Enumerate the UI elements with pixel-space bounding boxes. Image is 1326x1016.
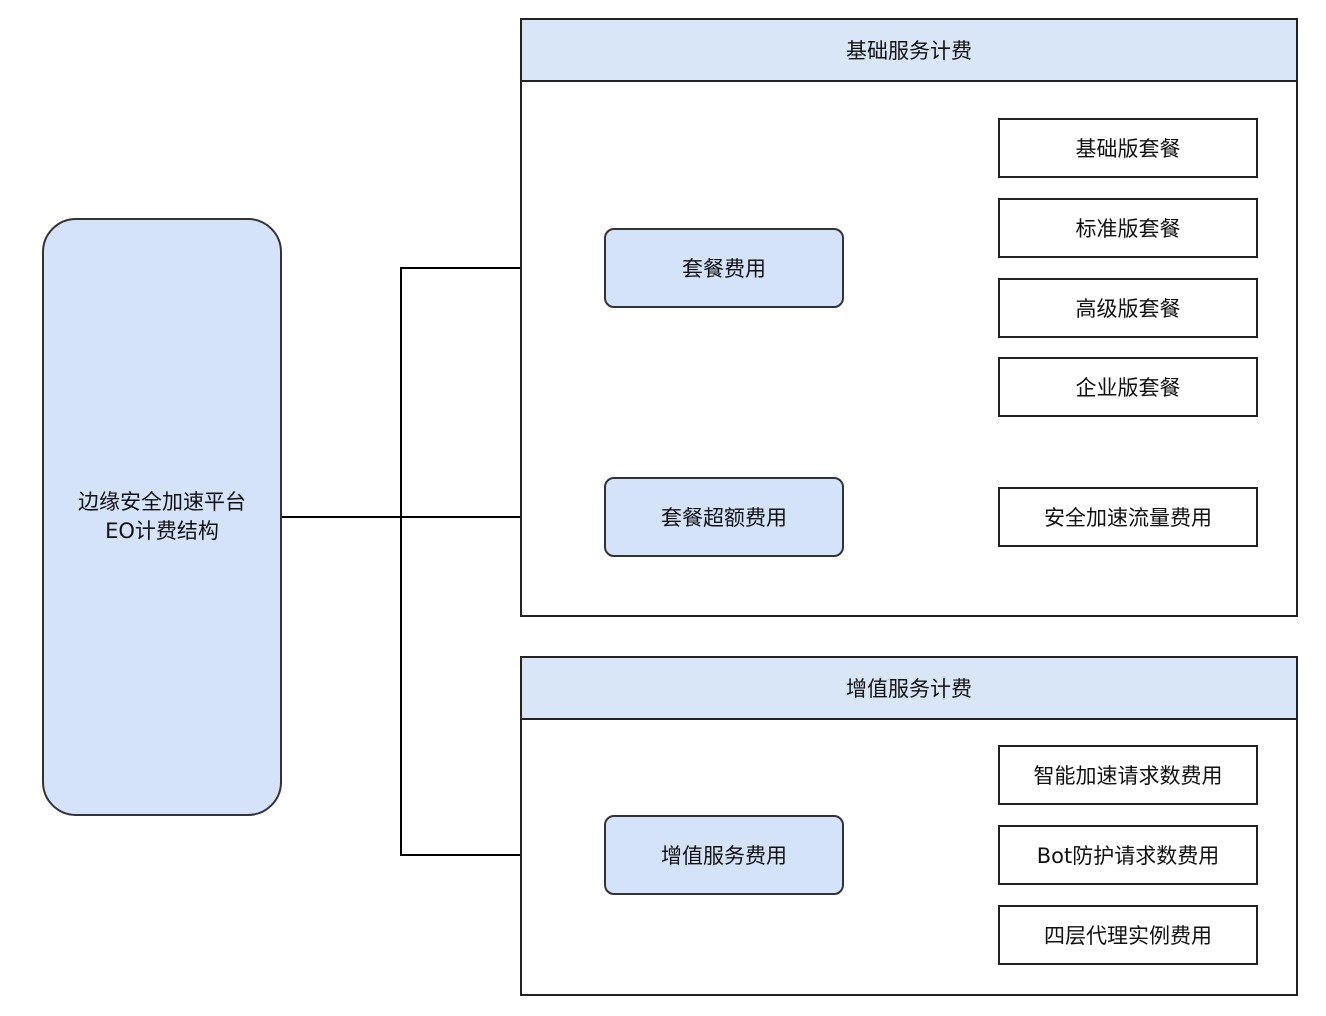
node-package-overage-fee: 套餐超额费用 [604,477,844,557]
edge-root-to-package-fee [282,263,603,518]
root-node-eo-billing: 边缘安全加速平台 EO计费结构 [42,218,282,816]
node-package-fee: 套餐费用 [604,228,844,308]
leaf-basic-package: 基础版套餐 [998,118,1258,178]
group-basic-services-title: 基础服务计费 [522,20,1296,82]
leaf-advanced-package: 高级版套餐 [998,278,1258,338]
leaf-l4-proxy-fee: 四层代理实例费用 [998,905,1258,965]
group-value-added-services-title: 增值服务计费 [522,658,1296,720]
leaf-bot-protection-fee: Bot防护请求数费用 [998,825,1258,885]
root-line-1: 边缘安全加速平台 [78,490,246,514]
node-value-added-fee: 增值服务费用 [604,815,844,895]
leaf-standard-package: 标准版套餐 [998,198,1258,258]
root-line-2: EO计费结构 [105,519,219,543]
leaf-smart-accel-fee: 智能加速请求数费用 [998,745,1258,805]
leaf-enterprise-package: 企业版套餐 [998,357,1258,417]
leaf-traffic-fee: 安全加速流量费用 [998,487,1258,547]
